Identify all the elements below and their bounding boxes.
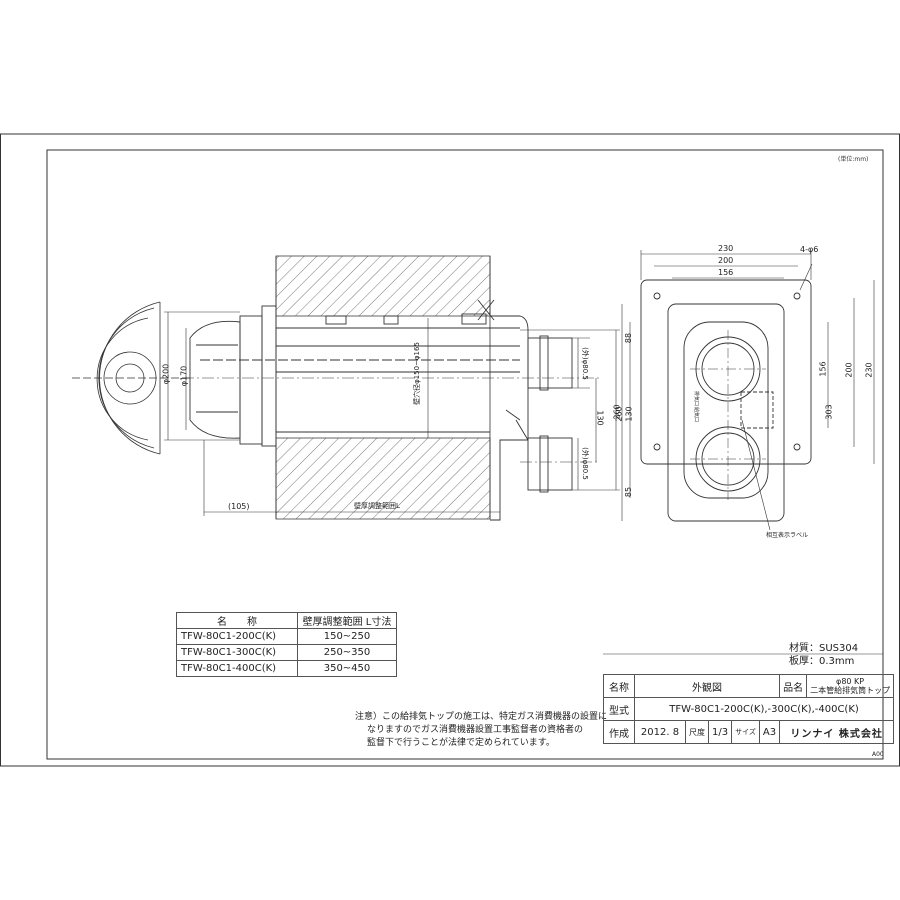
size-value: A3 [758, 720, 781, 744]
size-label: サイズ [731, 720, 760, 744]
dim-hole-range: 壁穴径φ150~φ165 [412, 342, 421, 405]
model-label: 型式 [603, 697, 635, 721]
dim-w230: 230 [718, 244, 734, 253]
name-value: 外観図 [633, 674, 781, 698]
dim-105: (105) [228, 502, 250, 511]
dim-h156: 156 [818, 361, 828, 377]
dim-h303: 303 [824, 404, 834, 420]
dim-h85: 85 [624, 486, 634, 498]
label-note: 相互表示ラベル [766, 532, 809, 539]
side-view-body [189, 299, 573, 521]
thickness-line: 板厚：0.3mm [789, 656, 855, 667]
dim-phi170: φ170 [179, 365, 189, 387]
product-value: φ80 KP 二本管給排気筒トップ [806, 674, 895, 698]
doc-id: A00 [872, 751, 884, 758]
front-view [640, 279, 812, 522]
table-row: TFW-80C1-200C(K) 150~250 [176, 628, 397, 645]
dim-h230: 230 [864, 362, 874, 378]
intake-port-label: 給気口 [693, 406, 700, 423]
material-line: 材質：SUS304 [789, 643, 859, 654]
made-value: 2012. 8 [634, 720, 686, 744]
dim-wall-adjust: 壁厚調整範囲L [354, 502, 400, 510]
front-dimensions [621, 250, 875, 531]
length-table-header-name: 名 称 [176, 612, 298, 629]
installation-notice: 注意）この給排気トップの施工は、特定ガス消費機器の設置に なりますのでガス消費機… [355, 712, 608, 748]
name-label: 名称 [603, 674, 635, 698]
wall-section [275, 255, 491, 520]
dim-outlet-top: (外)φ80.5 [580, 347, 589, 380]
material-spec: 材質：SUS304 板厚：0.3mm [789, 642, 858, 668]
dim-h200: 200 [844, 362, 854, 378]
table-row: TFW-80C1-400C(K) 350~450 [176, 660, 397, 677]
dim-holes: 4-φ6 [800, 245, 819, 254]
dim-130: 130 [595, 410, 605, 426]
dim-h88: 88 [624, 332, 634, 344]
inner-frame [46, 149, 884, 760]
dim-outlet-bottom: (外)φ80.5 [580, 447, 589, 480]
scale-value: 1/3 [707, 720, 733, 744]
dim-phi200: φ200 [161, 363, 171, 385]
scale-label: 尺度 [685, 720, 709, 744]
made-label: 作成 [603, 720, 635, 744]
company-name: リンナイ 株式会社 [779, 720, 895, 744]
dim-h260: 260 [614, 406, 624, 422]
length-table-header-range: 壁厚調整範囲 L寸法 [297, 612, 397, 629]
dim-w200: 200 [718, 256, 734, 265]
dim-h130: 130 [624, 406, 634, 422]
dim-w156: 156 [718, 268, 734, 277]
model-value: TFW-80C1-200C(K),-300C(K),-400C(K) [633, 697, 895, 721]
exhaust-port-label: 排気口 [693, 390, 700, 407]
unit-note: (単位:mm) [838, 156, 869, 163]
end-view-cap [72, 301, 190, 455]
product-label: 品名 [779, 674, 808, 698]
title-block: 名称 外観図 品名 φ80 KP 二本管給排気筒トップ 型式 TFW-80C1-… [603, 674, 895, 744]
table-row: TFW-80C1-300C(K) 250~350 [176, 644, 397, 661]
side-dimensions [164, 311, 620, 516]
length-table: 名 称 壁厚調整範囲 L寸法 TFW-80C1-200C(K) 150~250 … [176, 612, 397, 677]
